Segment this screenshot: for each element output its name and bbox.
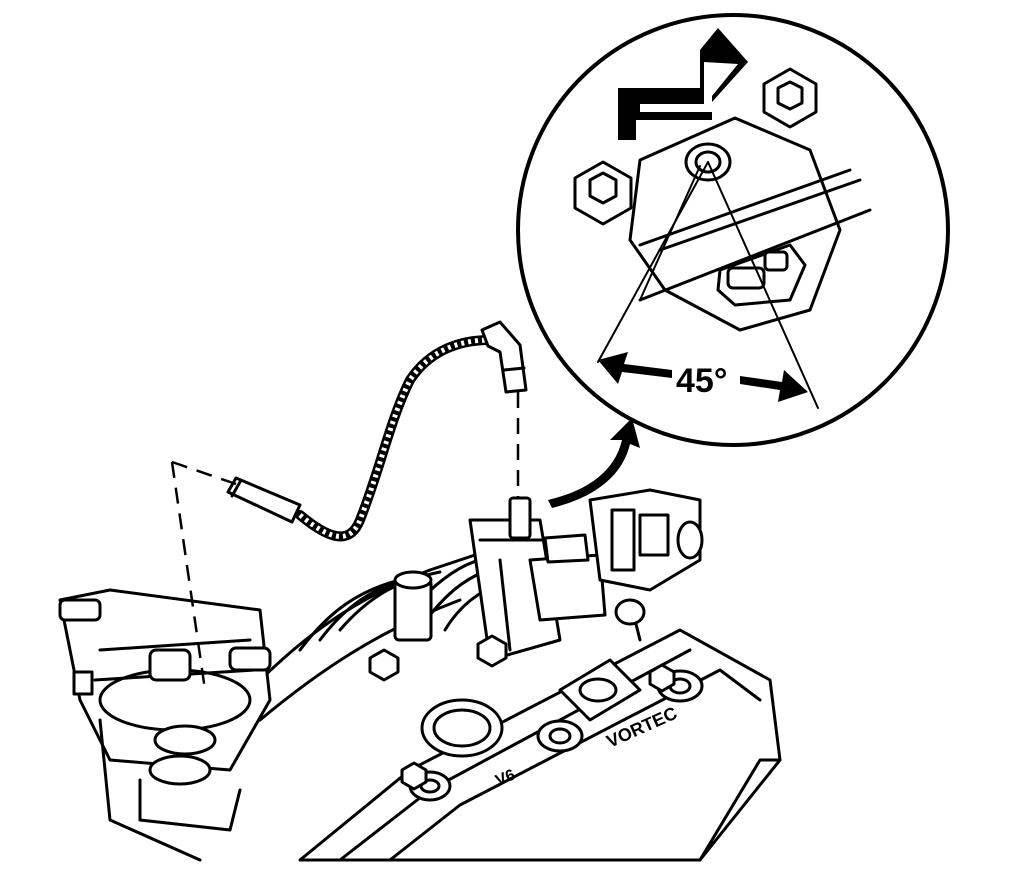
detail-view: 45° [516, 13, 950, 447]
cover-pad [558, 658, 642, 722]
bolt-boss [536, 719, 584, 753]
v6-lettering: V6 [493, 767, 518, 790]
dimension-arrow-left [598, 352, 672, 384]
nut [476, 634, 508, 668]
engine-assembly: VORTEC V6 [58, 488, 782, 862]
spark-plug-wire [226, 320, 528, 542]
leader-line-distributor [170, 461, 207, 691]
angle-line-right [707, 161, 819, 409]
dimension-arrow-right [740, 370, 808, 402]
nut [368, 648, 400, 682]
angle-line-left [597, 161, 709, 363]
spark-plug-boot [480, 320, 528, 394]
angle-label: 45° [676, 362, 727, 400]
spark-plug-tube [508, 496, 532, 540]
detail-callout-arrow [548, 418, 640, 508]
distributor-terminal [148, 648, 192, 682]
ignition-coil [528, 553, 607, 622]
